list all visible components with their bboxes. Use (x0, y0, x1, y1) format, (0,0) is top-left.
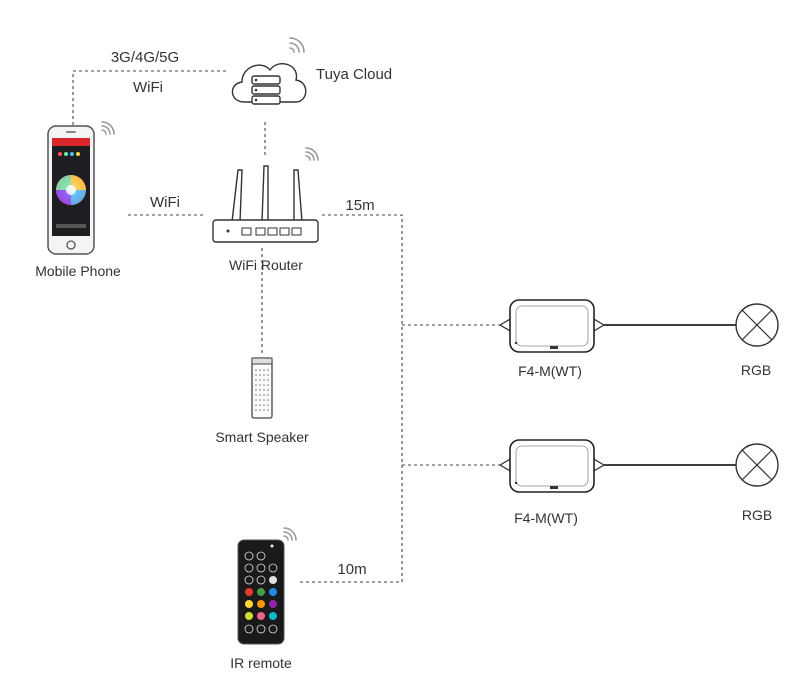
controller-icon (498, 439, 606, 493)
cloud-label: Tuya Cloud (316, 66, 392, 83)
tuya-cloud: Tuya Cloud (231, 37, 392, 105)
wifi-mid-label: WiFi (150, 194, 180, 211)
controller-1-label: F4-M(WT) (518, 363, 582, 379)
rgb-light-1: RGB (735, 303, 779, 378)
smart-speaker: Smart Speaker (215, 357, 309, 445)
phone-cloud-link (72, 70, 228, 125)
wifi-signal-icon (101, 121, 115, 135)
phone-label: Mobile Phone (35, 263, 121, 279)
ir-remote: IR remote (230, 527, 297, 671)
wifi-signal-icon (305, 147, 319, 161)
smartphone-icon (47, 125, 95, 255)
mobile-phone: Mobile Phone (35, 121, 121, 279)
network-type-label: 3G/4G/5G (111, 49, 179, 66)
remote-icon (237, 539, 285, 645)
rgb-light-2: RGB (735, 443, 779, 523)
router-icon (212, 165, 319, 243)
connection-lines (72, 70, 736, 583)
distance-router-label: 15m (345, 197, 374, 214)
wifi-signal-icon (283, 527, 297, 541)
distance-remote-label: 10m (337, 561, 366, 578)
light-2-label: RGB (742, 507, 772, 523)
router-trunk-link (322, 214, 403, 582)
router-label: WiFi Router (229, 257, 303, 273)
bulb-icon (735, 443, 779, 487)
controller-2: F4-M(WT) (498, 439, 606, 526)
bulb-icon (735, 303, 779, 347)
light-1-label: RGB (741, 362, 771, 378)
wifi-signal-icon (289, 37, 305, 53)
wifi-top-label: WiFi (133, 79, 163, 96)
server-icon (251, 75, 281, 105)
controller-1: F4-M(WT) (498, 299, 606, 379)
speaker-icon (251, 357, 273, 419)
remote-label: IR remote (230, 655, 292, 671)
controller-icon (498, 299, 606, 353)
controller-2-label: F4-M(WT) (514, 510, 578, 526)
wifi-router: WiFi Router (212, 147, 319, 273)
speaker-label: Smart Speaker (215, 429, 309, 445)
